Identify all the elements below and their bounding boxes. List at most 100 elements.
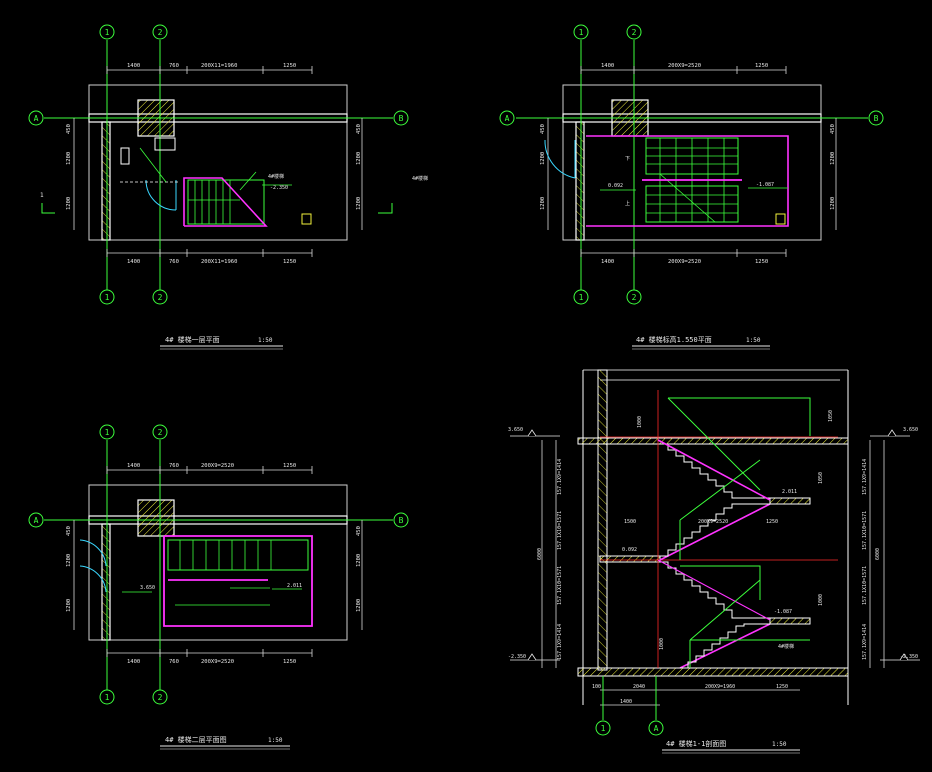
plan2-dim: 450 [540, 124, 546, 134]
section-overall: 6000 [875, 548, 881, 560]
plan1-axis-bubbles: 1 2 1 2 A B [28, 24, 409, 305]
plan2-dim: 1200 [540, 152, 546, 165]
plan-second-floor: 1 2 1 2 A B 1400 760 200X9=2520 1250 140… [28, 424, 409, 750]
plan2-axis-label: A [505, 114, 510, 123]
section-stair-tag: 4#楼梯 [778, 643, 794, 650]
plan3-scale: 1:50 [268, 737, 283, 744]
plan2-axes [516, 40, 868, 290]
plan2-scale: 1:50 [746, 337, 761, 344]
section-level: -2.350 [508, 654, 526, 660]
plan3-level-left: 3.650 [140, 585, 155, 591]
plan3-axis-label: B [399, 516, 404, 525]
plan3-dim: 1200 [66, 599, 72, 612]
plan3-axis-label: 1 [105, 693, 110, 702]
plan1-dim: 200X11=1960 [201, 259, 237, 265]
plan2-outline [562, 84, 822, 241]
plan2-dim: 200X9=2520 [668, 63, 701, 69]
plan1-dim: 1250 [283, 63, 296, 69]
section-dim: 1000 [637, 416, 643, 428]
plan2-dim: 200X9=2520 [668, 259, 701, 265]
section-dim: 1250 [776, 684, 788, 690]
plan3-dim: 450 [356, 526, 362, 536]
plan1-axis-label: 2 [158, 293, 163, 302]
plan1-side-note: 4#楼梯 [412, 175, 428, 182]
plan2-label: 下 [625, 156, 630, 162]
plan1-dim-lines [73, 66, 363, 257]
section-axis-label: 1 [601, 724, 606, 733]
plan3-level-right: 2.011 [287, 583, 302, 589]
plan3-axes [44, 440, 393, 690]
plan3-column [137, 499, 175, 537]
section-level: -1.087 [774, 609, 792, 615]
section-level: 3.650 [903, 427, 918, 433]
plan3-dim: 1400 [127, 659, 140, 665]
section-dim: 1400 [620, 699, 632, 705]
plan2-axis-label: B [874, 114, 879, 123]
plan1-dim: 1250 [283, 259, 296, 265]
plan1-axes [44, 40, 393, 290]
plan1-dim: 200X11=1960 [201, 63, 237, 69]
section-level: -2.350 [900, 654, 918, 660]
section-wall [597, 369, 608, 671]
plan1-dim: 1200 [66, 152, 72, 165]
section-dim: 157.1X9=1414 [557, 624, 563, 660]
plan1-dim: 1200 [356, 197, 362, 210]
plan1-scale: 1:50 [258, 337, 273, 344]
plan1-axis-label: 2 [158, 28, 163, 37]
plan2-dim: 1250 [755, 63, 768, 69]
section-level-marks [510, 429, 920, 661]
section-dim: 157.1X10=1571 [557, 511, 563, 550]
plan1-title: 4# 楼梯一层平面 [165, 335, 220, 344]
section-slab-bottom [577, 667, 849, 677]
plan3-dim: 450 [66, 526, 72, 536]
plan2-level-right: -1.087 [756, 182, 774, 188]
section-dim: 200X9=1960 [705, 684, 735, 690]
plan3-wall-left [101, 523, 111, 641]
plan3-axis-label: 2 [158, 693, 163, 702]
plan2-label: 上 [625, 200, 630, 207]
plan3-dim: 760 [169, 659, 179, 665]
section-level: 2.011 [782, 489, 797, 495]
plan2-wall-left [575, 121, 585, 241]
plan1-axis-label: A [34, 114, 39, 123]
plan3-dim-lines [73, 466, 363, 657]
plan3-dim: 200X9=2520 [201, 463, 234, 469]
section-dim: 1000 [818, 594, 824, 606]
plan3-dim: 760 [169, 463, 179, 469]
section-dim: 1250 [766, 519, 778, 525]
plan2-dim: 1400 [601, 63, 614, 69]
plan3-dim: 1200 [356, 599, 362, 612]
plan3-outline [88, 484, 348, 641]
section-dim: 157.1X9=1414 [862, 624, 868, 660]
plan1-axis-label: B [399, 114, 404, 123]
section-stairs [657, 439, 771, 669]
section-overall: 6000 [537, 548, 543, 560]
section-level: 3.650 [508, 427, 523, 433]
plan3-dim: 1200 [66, 554, 72, 567]
section-dim: 157.1X10=1571 [557, 566, 563, 605]
section-dim: 1500 [624, 519, 636, 525]
plan2-dim: 1400 [601, 259, 614, 265]
plan1-axis-label: 1 [105, 293, 110, 302]
plan3-dim: 1400 [127, 463, 140, 469]
section-dim: 157.1X9=1414 [557, 459, 563, 495]
plan3-dim: 200X9=2520 [201, 659, 234, 665]
plan1-dim: 450 [356, 124, 362, 134]
plan1-level: -2.350 [270, 185, 288, 191]
plan2-title: 4# 楼梯标高1.550平面 [636, 335, 712, 344]
plan2-dim: 1250 [755, 259, 768, 265]
plan1-dim: 450 [66, 124, 72, 134]
plan2-dim: 1200 [830, 152, 836, 165]
plan2-dim-lines [547, 66, 837, 257]
section-dim: 2040 [633, 684, 645, 690]
section-1-1: 3.650 3.650 -2.350 -2.350 2.011 0.092 -1… [508, 369, 920, 754]
plan3-door [79, 539, 107, 567]
plan2-axis-label: 1 [579, 28, 584, 37]
plan3-axis-label: A [34, 516, 39, 525]
plan1-marker [301, 213, 312, 225]
plan3-axis-label: 1 [105, 428, 110, 437]
plan2-door [544, 139, 576, 179]
section-level: 0.092 [622, 547, 637, 553]
section-dim: 200X9=2520 [698, 519, 728, 525]
